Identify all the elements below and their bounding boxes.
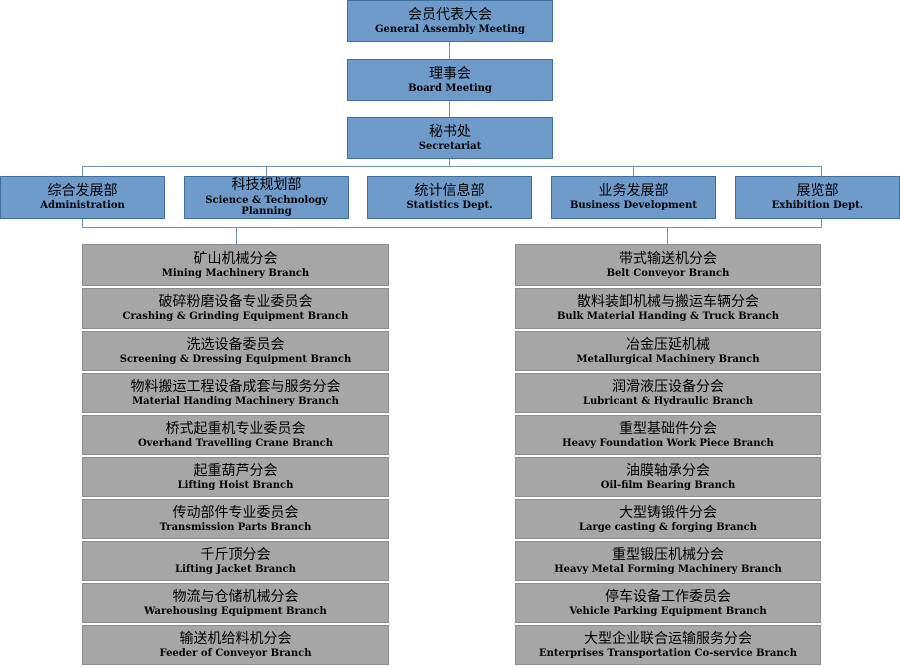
branch-name-en: Enterprises Transportation Co-service Br… xyxy=(539,647,797,659)
branch-name-en: Mining Machinery Branch xyxy=(161,267,310,279)
branch-name-zh: 物料搬运工程设备成套与服务分会 xyxy=(130,378,341,395)
branch-name-en: Heavy Foundation Work Piece Branch xyxy=(562,437,774,449)
branch-name-en: Belt Conveyor Branch xyxy=(606,267,730,279)
node-title-en: Statistics Dept. xyxy=(406,200,493,212)
node-title-en: General Assembly Meeting xyxy=(374,23,526,35)
dept-exhibition: 展览部 Exhibition Dept. xyxy=(735,176,900,219)
node-title-zh: 业务发展部 xyxy=(598,183,669,200)
connector-spine-to-bus xyxy=(449,159,450,167)
node-title-zh: 秘书处 xyxy=(429,123,471,140)
dept-administration: 综合发展部 Administration xyxy=(0,176,165,219)
left-branch-2: 洗选设备委员会 Screening & Dressing Equipment B… xyxy=(82,331,389,371)
branch-name-en: Lifting Jacket Branch xyxy=(175,563,296,575)
right-branch-3: 润滑液压设备分会 Lubricant & Hydraulic Branch xyxy=(515,373,821,413)
branch-name-en: Screening & Dressing Equipment Branch xyxy=(119,353,352,365)
right-branch-4: 重型基础件分会 Heavy Foundation Work Piece Bran… xyxy=(515,415,821,455)
right-branch-5: 油膜轴承分会 Oil-film Bearing Branch xyxy=(515,457,821,497)
branch-name-zh: 洗选设备委员会 xyxy=(186,336,285,353)
right-branch-8: 停车设备工作委员会 Vehicle Parking Equipment Bran… xyxy=(515,583,821,623)
connector-right-drop xyxy=(667,227,668,244)
branch-name-en: Large casting & forging Branch xyxy=(578,521,758,533)
node-title-zh: 会员代表大会 xyxy=(408,6,492,23)
node-title-en: Secretariat xyxy=(418,140,482,152)
branch-name-zh: 润滑液压设备分会 xyxy=(612,378,724,395)
branch-name-en: Overhand Travelling Crane Branch xyxy=(137,437,334,449)
branch-name-zh: 桥式起重机专业委员会 xyxy=(165,420,306,437)
right-branch-9: 大型企业联合运输服务分会 Enterprises Transportation … xyxy=(515,625,821,665)
connector-drop-1 xyxy=(266,166,267,176)
left-branch-7: 千斤顶分会 Lifting Jacket Branch xyxy=(82,541,389,581)
left-branch-6: 传动部件专业委员会 Transmission Parts Branch xyxy=(82,499,389,539)
branch-name-en: Oil-film Bearing Branch xyxy=(600,479,736,491)
branch-name-en: Vehicle Parking Equipment Branch xyxy=(569,605,767,617)
left-branch-8: 物流与仓储机械分会 Warehousing Equipment Branch xyxy=(82,583,389,623)
branch-name-en: Heavy Metal Forming Machinery Branch xyxy=(554,563,782,575)
connector-drop-3 xyxy=(633,166,634,176)
branch-name-zh: 重型基础件分会 xyxy=(619,420,717,437)
branch-name-en: Lifting Hoist Branch xyxy=(177,479,294,491)
branch-name-zh: 千斤顶分会 xyxy=(200,546,271,563)
branch-name-en: Transmission Parts Branch xyxy=(159,521,312,533)
connector-left-drop xyxy=(236,227,237,244)
node-title-zh: 理事会 xyxy=(429,65,471,82)
right-branch-2: 冶金压延机械 Metallurgical Machinery Branch xyxy=(515,331,821,371)
branch-name-en: Lubricant & Hydraulic Branch xyxy=(582,395,754,407)
dept-business-development: 业务发展部 Business Development xyxy=(551,176,716,219)
connector-up-0 xyxy=(82,219,83,228)
connector-drop-4 xyxy=(821,166,822,176)
branch-name-zh: 破碎粉磨设备专业委员会 xyxy=(158,294,313,311)
left-branch-3: 物料搬运工程设备成套与服务分会 Material Handing Machine… xyxy=(82,373,389,413)
branch-name-zh: 物流与仓储机械分会 xyxy=(172,588,299,605)
branch-name-zh: 起重葫芦分会 xyxy=(193,462,278,479)
branch-name-zh: 矿山机械分会 xyxy=(193,250,278,267)
branch-name-zh: 重型锻压机械分会 xyxy=(612,546,724,563)
left-branch-0: 矿山机械分会 Mining Machinery Branch xyxy=(82,244,389,286)
branch-name-en: Metallurgical Machinery Branch xyxy=(576,353,760,365)
connector-dept-bus xyxy=(82,166,822,167)
right-branch-7: 重型锻压机械分会 Heavy Metal Forming Machinery B… xyxy=(515,541,821,581)
branch-name-zh: 输送机给料机分会 xyxy=(179,630,292,647)
node-title-en: Business Development xyxy=(569,200,698,212)
connector-up-4 xyxy=(821,219,822,228)
branch-name-zh: 停车设备工作委员会 xyxy=(605,588,731,605)
node-title-zh: 科技规划部 xyxy=(231,177,302,194)
secretariat-box: 秘书处 Secretariat xyxy=(347,117,553,159)
dept-statistics: 统计信息部 Statistics Dept. xyxy=(367,176,532,219)
node-title-en: Administration xyxy=(40,200,125,212)
connector-branch-bus xyxy=(82,227,822,228)
branch-name-en: Warehousing Equipment Branch xyxy=(144,605,327,617)
general-assembly-box: 会员代表大会 General Assembly Meeting xyxy=(347,0,553,42)
branch-name-en: Crashing & Grinding Equipment Branch xyxy=(122,311,349,323)
branch-name-zh: 带式输送机分会 xyxy=(619,250,717,267)
node-title-en: Science & Technology Planning xyxy=(205,194,328,218)
connector-drop-0 xyxy=(82,166,83,176)
left-branch-4: 桥式起重机专业委员会 Overhand Travelling Crane Bra… xyxy=(82,415,389,455)
board-meeting-box: 理事会 Board Meeting xyxy=(347,59,553,101)
left-branch-9: 输送机给料机分会 Feeder of Conveyor Branch xyxy=(82,625,389,665)
node-title-en: Board Meeting xyxy=(408,82,492,94)
branch-name-en: Bulk Material Handing & Truck Branch xyxy=(556,311,780,323)
right-branch-1: 散料装卸机械与搬运车辆分会 Bulk Material Handing & Tr… xyxy=(515,288,821,329)
right-branch-0: 带式输送机分会 Belt Conveyor Branch xyxy=(515,244,821,286)
left-branch-1: 破碎粉磨设备专业委员会 Crashing & Grinding Equipmen… xyxy=(82,288,389,329)
branch-name-en: Feeder of Conveyor Branch xyxy=(159,647,312,659)
branch-name-zh: 散料装卸机械与搬运车辆分会 xyxy=(577,294,759,311)
dept-science-technology: 科技规划部 Science & Technology Planning xyxy=(184,176,349,219)
left-branch-5: 起重葫芦分会 Lifting Hoist Branch xyxy=(82,457,389,497)
branch-name-zh: 大型铸锻件分会 xyxy=(619,504,717,521)
branch-name-zh: 传动部件专业委员会 xyxy=(172,504,299,521)
node-title-zh: 统计信息部 xyxy=(414,183,485,200)
branch-name-en: Material Handing Machinery Branch xyxy=(132,395,339,407)
branch-name-zh: 油膜轴承分会 xyxy=(626,462,710,479)
branch-name-zh: 大型企业联合运输服务分会 xyxy=(584,630,752,647)
node-title-zh: 综合发展部 xyxy=(47,183,118,200)
branch-name-zh: 冶金压延机械 xyxy=(626,336,710,353)
node-title-en: Exhibition Dept. xyxy=(771,200,864,212)
right-branch-6: 大型铸锻件分会 Large casting & forging Branch xyxy=(515,499,821,539)
node-title-zh: 展览部 xyxy=(796,183,839,200)
